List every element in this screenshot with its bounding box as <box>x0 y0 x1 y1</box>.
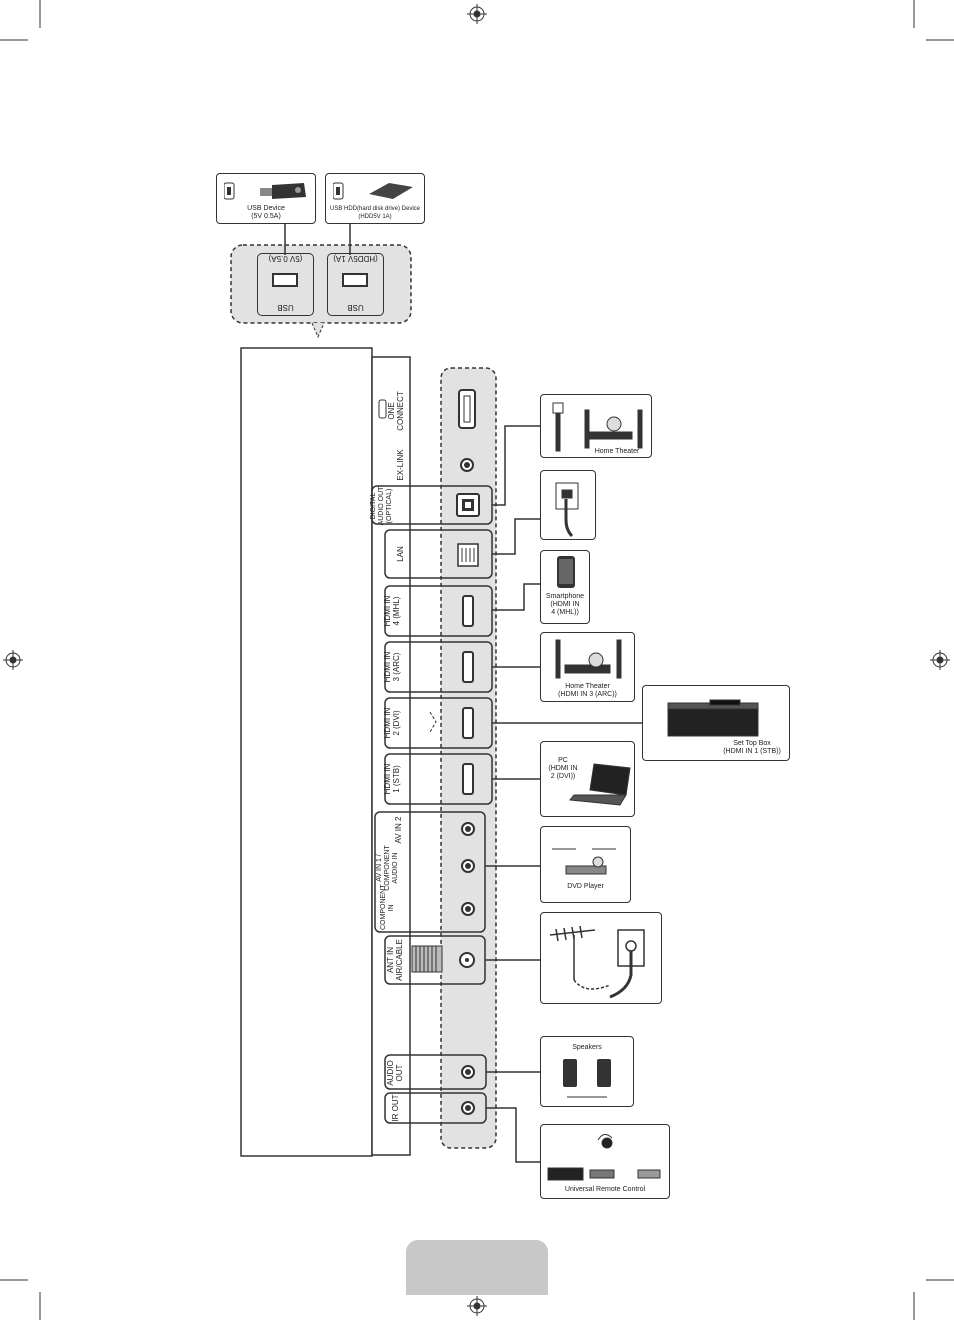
lan-wall-plate-illustration <box>555 482 579 538</box>
lan-port <box>457 543 479 567</box>
component-in-jack[interactable] <box>461 902 475 916</box>
ir-out-jack[interactable] <box>461 1101 475 1115</box>
registration-mark-left <box>3 650 23 670</box>
home-theater-arc-box: Home Theater (HDMI IN 3 (ARC)) <box>540 632 635 702</box>
speakers-illustration <box>563 1059 611 1098</box>
antenna-illustration <box>549 925 645 999</box>
dvd-player-label: DVD Player <box>567 883 604 890</box>
usb-port-1-icon[interactable] <box>272 273 298 287</box>
smartphone-illustration <box>557 556 575 588</box>
usb-port-2-icon[interactable] <box>342 273 368 287</box>
speakers-box: Speakers <box>540 1036 634 1107</box>
usb-port-2-box: (HDD5V 1A) USB <box>327 253 384 316</box>
label-ir-out: IR OUT <box>391 1094 400 1122</box>
set-top-box-label: Set Top Box (HDMI IN 1 (STB)) <box>723 740 781 755</box>
lan-box <box>540 470 596 540</box>
home-theater-box: Home Theater <box>540 394 652 458</box>
registration-mark-right <box>930 650 950 670</box>
av-in1-jack[interactable] <box>461 859 475 873</box>
registration-mark-top <box>467 4 487 24</box>
label-hdmi3: HDMI IN 3 (ARC) <box>383 651 401 683</box>
smartphone-label: Smartphone (HDMI IN 4 (MHL)) <box>545 593 585 616</box>
set-top-box-illustration <box>667 699 759 737</box>
universal-remote-box: Universal Remote Control <box>540 1124 670 1199</box>
label-digital-audio-out: DIGITAL AUDIO OUT (OPTICAL) <box>370 486 393 526</box>
usb-port-2-label: (HDD5V 1A) USB <box>333 254 378 312</box>
dvd-player-box: DVD Player <box>540 826 631 903</box>
speakers-label: Speakers <box>572 1044 602 1051</box>
label-hdmi2: HDMI IN 2 (DVI) <box>383 707 401 739</box>
dvd-player-illustration <box>552 848 616 875</box>
hdmi1-port[interactable] <box>462 763 474 795</box>
pc-box: PC (HDMI IN 2 (DVI)) <box>540 741 635 817</box>
home-theater-arc-illustration <box>555 639 622 679</box>
usb-port-1-box: (5V 0.5A) USB <box>257 253 314 316</box>
ex-link-jack[interactable] <box>460 458 474 472</box>
usb-hdd-label: USB HDD(hard disk drive) Device (HDD5V 1… <box>329 206 421 220</box>
tv-body <box>240 347 373 1157</box>
home-theater-arc-label: Home Theater (HDMI IN 3 (ARC)) <box>558 683 617 698</box>
label-lan: LAN <box>396 546 405 562</box>
label-audio-out: AUDIO OUT <box>386 1060 404 1086</box>
page-number-tab <box>406 1240 548 1295</box>
label-hdmi1: HDMI IN 1 (STB) <box>383 763 401 795</box>
one-connect-panel <box>371 356 411 1156</box>
label-component-in: COMPONENT IN <box>380 884 395 931</box>
pc-label: PC (HDMI IN 2 (DVI)) <box>548 757 578 780</box>
audio-out-jack[interactable] <box>461 1065 475 1079</box>
hdmi2-port[interactable] <box>462 707 474 739</box>
home-theater-label: Home Theater <box>594 448 640 455</box>
antenna-box <box>540 912 662 1004</box>
port-strip-dashed <box>440 367 497 1149</box>
hdmi4-group <box>384 585 493 637</box>
usb-hdd-box: USB HDD(hard disk drive) Device (HDD5V 1… <box>325 173 425 224</box>
universal-remote-illustration <box>547 1134 661 1181</box>
laptop-illustration <box>569 763 631 806</box>
av-in2-jack[interactable] <box>461 822 475 836</box>
usb-port-1-label: (5V 0.5A) USB <box>268 254 303 312</box>
label-one-connect: ONE CONNECT <box>387 391 405 431</box>
universal-remote-label: Universal Remote Control <box>564 1186 646 1193</box>
hdmi3-port[interactable] <box>462 651 474 683</box>
usb-device-box: USB Device (5V 0.5A) <box>216 173 316 224</box>
usb-stick-icon <box>224 182 306 200</box>
registration-mark-bottom <box>467 1296 487 1316</box>
label-hdmi4: HDMI IN 4 (MHL) <box>383 595 401 627</box>
home-theater-illustration <box>552 402 643 452</box>
set-top-box-box: Set Top Box (HDMI IN 1 (STB)) <box>642 685 790 761</box>
label-ant-in: ANT IN AIR/CABLE <box>386 939 404 981</box>
usb-device-label: USB Device (5V 0.5A) <box>247 205 285 220</box>
hdmi4-port[interactable] <box>462 595 474 627</box>
hdd-icon <box>333 182 413 200</box>
smartphone-box: Smartphone (HDMI IN 4 (MHL)) <box>540 550 590 624</box>
av-group <box>374 811 486 933</box>
